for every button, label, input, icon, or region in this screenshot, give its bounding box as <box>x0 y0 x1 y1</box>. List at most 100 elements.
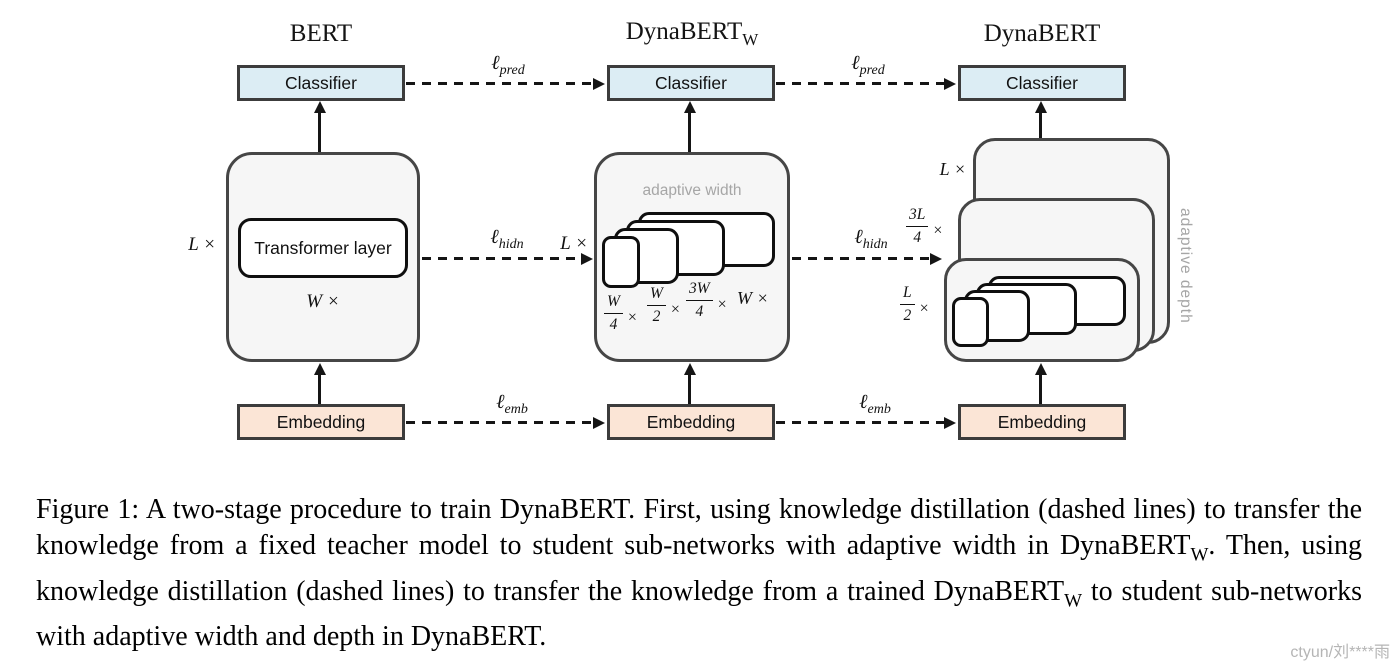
model-title-bert: BERT <box>237 20 405 48</box>
arrow-line <box>1039 375 1042 404</box>
arrow-dynabert-w-to-classifier <box>683 101 696 152</box>
arrowhead-up-icon <box>683 101 696 113</box>
watermark: ctyun/刘****雨 <box>1290 644 1390 661</box>
arrowhead-right-icon <box>944 77 956 90</box>
dynabert-w-depth-multiplier: L × <box>560 233 588 254</box>
dashed-arrow-pred-2 <box>776 77 956 90</box>
loss-label-hidn-1: ℓhidn <box>476 226 538 253</box>
classifier-box-dynabert: Classifier <box>958 65 1126 101</box>
loss-subscript: pred <box>859 63 885 78</box>
times-sign: × <box>669 300 681 318</box>
arrow-line <box>688 375 691 404</box>
loss-subscript: pred <box>499 63 525 78</box>
fraction-numerator: L <box>900 285 915 305</box>
classifier-label: Classifier <box>285 72 357 93</box>
figure-caption: Figure 1: A two-stage procedure to train… <box>36 494 1363 653</box>
arrow-line <box>318 375 321 404</box>
adaptive-width-label: adaptive width <box>642 182 742 199</box>
fraction-numerator: W <box>647 286 666 306</box>
classifier-label: Classifier <box>1006 72 1078 93</box>
times-sign: × <box>626 308 638 326</box>
ell-symbol: ℓ <box>496 391 505 413</box>
transformer-layer-box: Transformer layer <box>238 218 408 278</box>
embedding-label: Embedding <box>646 411 736 432</box>
arrowhead-right-icon <box>581 252 593 265</box>
times-sign: × <box>932 221 944 239</box>
arrow-line <box>1039 113 1042 138</box>
arrow-embedding-to-dynabert <box>1034 363 1047 404</box>
loss-subscript: emb <box>867 402 891 417</box>
width-subnetwork-box-1 <box>602 236 640 288</box>
arrowhead-right-icon <box>593 77 605 90</box>
arrow-dynabert-to-classifier <box>1034 101 1047 138</box>
dashed-line <box>422 257 581 260</box>
arrow-bert-to-classifier <box>313 101 326 152</box>
fraction-denominator: 2 <box>903 306 912 324</box>
dashed-line <box>406 421 593 424</box>
embedding-label: Embedding <box>997 411 1087 432</box>
loss-label-hidn-2: ℓhidn <box>840 226 902 253</box>
arrowhead-right-icon <box>593 416 605 429</box>
depth-multiplier-full: L × <box>939 159 966 179</box>
loss-subscript: emb <box>504 402 528 417</box>
embedding-box-bert: Embedding <box>237 404 405 440</box>
arrowhead-up-icon <box>1034 363 1047 375</box>
loss-label-emb-1: ℓemb <box>482 391 542 418</box>
dashed-line <box>406 82 593 85</box>
classifier-label: Classifier <box>655 72 727 93</box>
bert-depth-multiplier: L × <box>188 234 216 255</box>
model-title-bert-text: BERT <box>289 20 353 47</box>
model-title-dynabert-w-main: DynaBERT <box>625 18 743 45</box>
arrowhead-right-icon <box>944 416 956 429</box>
dashed-arrow-emb-2 <box>776 416 956 429</box>
embedding-box-dynabert-w: Embedding <box>607 404 775 440</box>
fraction-denominator: 2 <box>652 307 661 325</box>
fraction-numerator: 3L <box>906 207 929 227</box>
depth-width-subnetwork-box-1 <box>952 297 989 347</box>
model-title-dynabert-w-sub: W <box>742 30 759 49</box>
model-title-dynabert: DynaBERT <box>958 20 1126 48</box>
loss-label-emb-2: ℓemb <box>845 391 905 418</box>
classifier-box-bert: Classifier <box>237 65 405 101</box>
arrow-line <box>688 113 691 152</box>
arrowhead-up-icon <box>683 363 696 375</box>
arrowhead-up-icon <box>313 363 326 375</box>
arrow-line <box>318 113 321 152</box>
dashed-line <box>792 257 930 260</box>
ell-symbol: ℓ <box>490 226 499 248</box>
fraction-numerator: 3W <box>686 281 713 301</box>
classifier-box-dynabert-w: Classifier <box>607 65 775 101</box>
arrowhead-up-icon <box>313 101 326 113</box>
fraction-numerator: W <box>604 294 623 314</box>
transformer-layer-label: Transformer layer <box>254 237 392 258</box>
fraction-denominator: 4 <box>695 302 704 320</box>
dashed-arrow-pred-1 <box>406 77 605 90</box>
ell-symbol: ℓ <box>854 226 863 248</box>
loss-subscript: hidn <box>498 237 524 252</box>
fraction-denominator: 4 <box>609 315 618 333</box>
fraction-denominator: 4 <box>913 228 922 246</box>
dashed-arrow-emb-1 <box>406 416 605 429</box>
adaptive-depth-label: adaptive depth <box>1177 208 1194 324</box>
embedding-box-dynabert: Embedding <box>958 404 1126 440</box>
ell-symbol: ℓ <box>851 52 860 74</box>
arrowhead-up-icon <box>1034 101 1047 113</box>
ell-symbol: ℓ <box>491 52 500 74</box>
times-sign: × <box>716 295 728 313</box>
arrow-embedding-to-bert <box>313 363 326 404</box>
dashed-line <box>776 82 944 85</box>
width-multiplier-full: W × <box>737 288 769 308</box>
loss-subscript: hidn <box>862 237 888 252</box>
ell-symbol: ℓ <box>859 391 868 413</box>
arrowhead-right-icon <box>930 252 942 265</box>
